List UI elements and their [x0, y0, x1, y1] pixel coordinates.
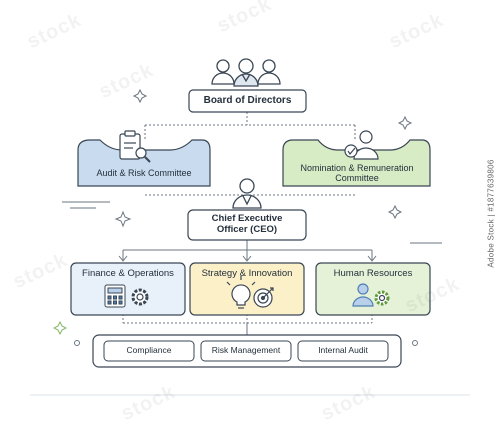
risk-management-box [200, 340, 292, 362]
stock-id: Adobe Stock | #1877639806 [486, 159, 496, 268]
target-icon [253, 287, 274, 308]
person-icon [352, 283, 374, 307]
internal-audit-box [297, 340, 389, 362]
sparkle-icon [132, 88, 148, 104]
hr-title: Human Resources [333, 268, 413, 279]
strategy-title: Strategy & Innovation [201, 268, 293, 279]
nomination-committee-box [282, 139, 431, 187]
finance-box [70, 262, 186, 316]
compliance-box [103, 340, 195, 362]
ceo-title: Chief Executive Officer (CEO) [211, 213, 283, 235]
audit-committee-title: Audit & Risk Committee [96, 167, 192, 178]
compliance-label: Compliance [126, 345, 172, 356]
calculator-icon [104, 284, 126, 308]
gear-icon [131, 288, 149, 306]
ceo-person-icon [232, 178, 262, 209]
dot-icon [74, 340, 80, 346]
finance-title: Finance & Operations [82, 268, 174, 279]
sparkle-icon [387, 204, 403, 220]
risk-management-label: Risk Management [211, 345, 281, 356]
clipboard-search-icon [119, 130, 151, 163]
sparkle-icon [52, 320, 68, 336]
sparkle-icons [52, 88, 418, 346]
dot-icon [412, 340, 418, 346]
board-title: Board of Directors [203, 95, 292, 107]
lightbulb-icon [226, 276, 256, 309]
sparkle-icon [114, 210, 132, 228]
person-check-icon [344, 130, 379, 160]
audit-committee-box [77, 139, 211, 187]
ceo-box [187, 209, 307, 241]
board-people-icon [211, 58, 281, 87]
gear-icon [374, 290, 390, 306]
finance-arrowhead [118, 255, 128, 262]
internal-audit-label: Internal Audit [318, 345, 368, 356]
strategy-arrowhead [242, 255, 252, 262]
hr-box [315, 262, 431, 316]
nomination-committee-title: Nomination & Remuneration Committee [300, 162, 414, 183]
hr-arrowhead [367, 255, 377, 262]
board-box [188, 89, 307, 113]
sparkle-icon [397, 115, 413, 131]
